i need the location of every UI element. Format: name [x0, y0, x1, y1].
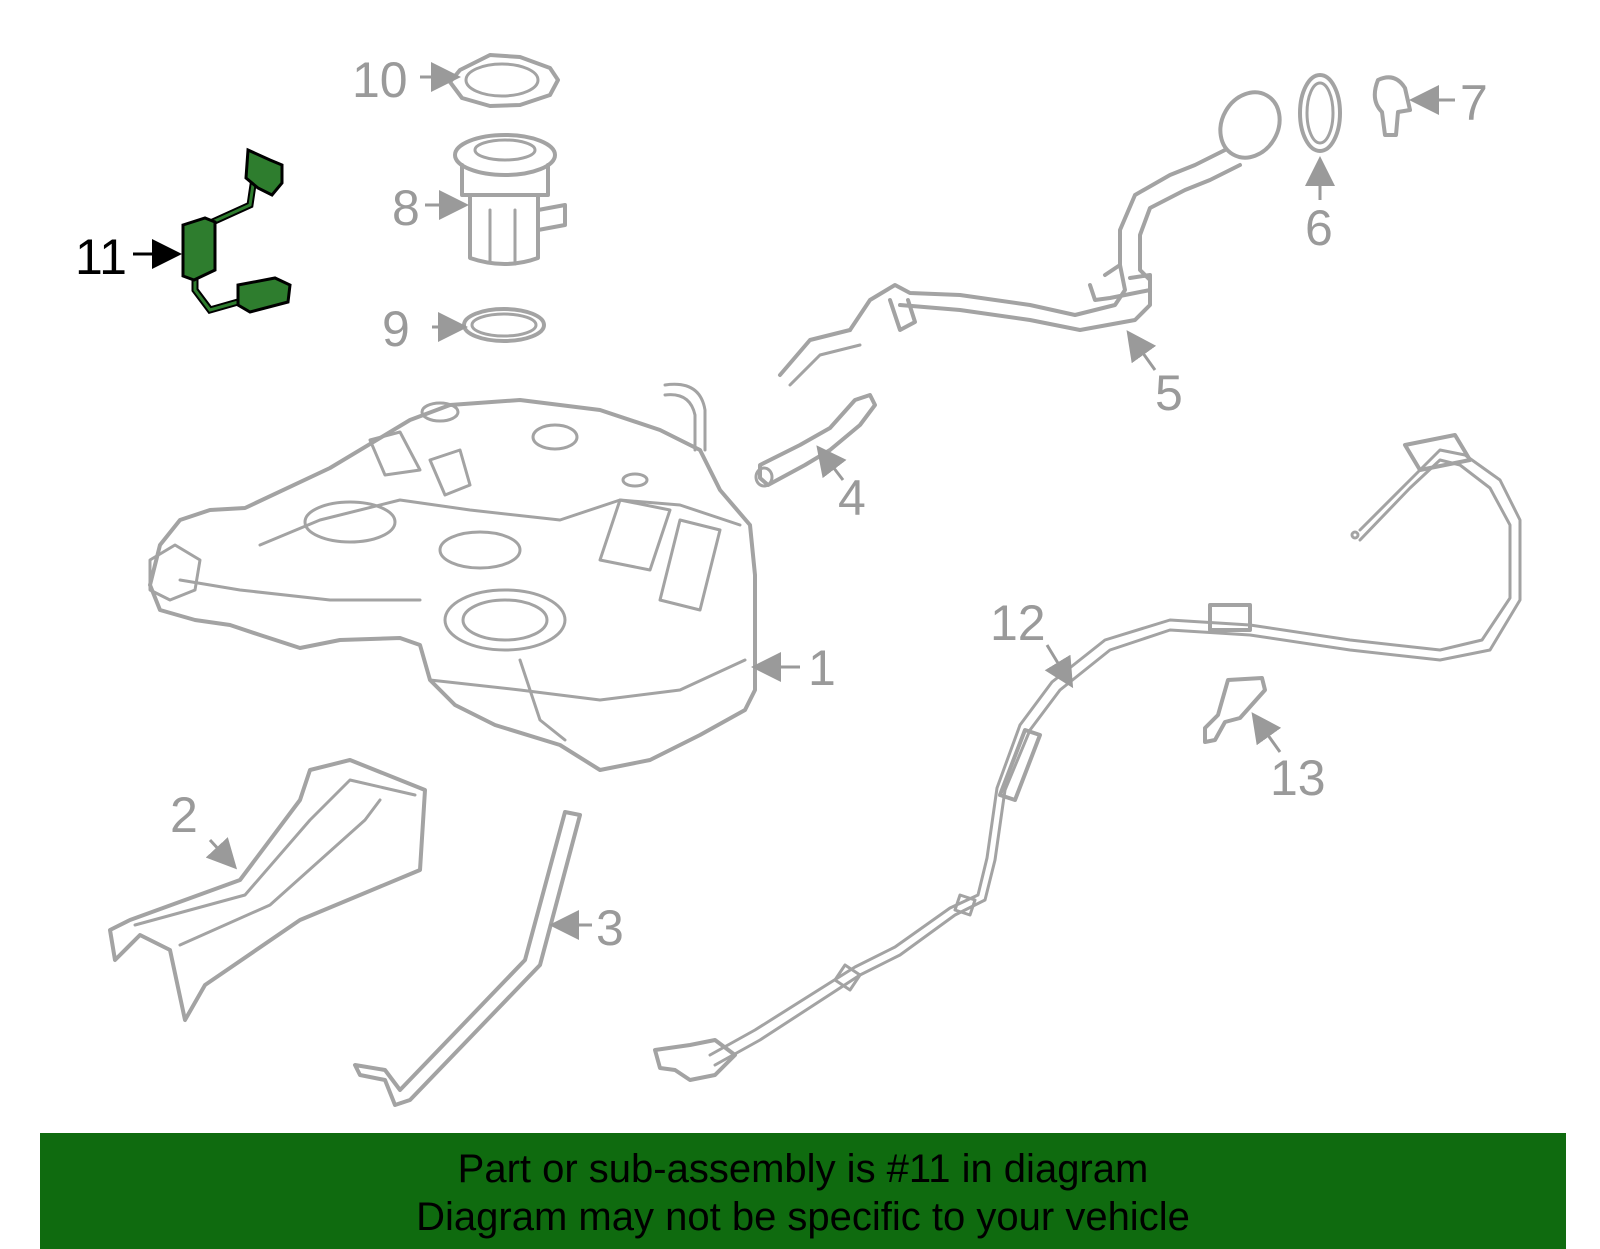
part-6-gasket[interactable]: [1298, 73, 1342, 153]
part-12-cable[interactable]: [653, 433, 1522, 1082]
callout-4: 4: [838, 470, 866, 526]
footer-part-note: Part or sub-assembly is #11 in diagram: [457, 1147, 1149, 1191]
callout-10: 10: [352, 52, 408, 108]
part-8-fuel-pump[interactable]: [453, 133, 567, 266]
callout-11: 11: [75, 229, 127, 285]
part-1-fuel-tank[interactable]: [148, 382, 757, 772]
part-10-lock-ring[interactable]: [448, 53, 560, 108]
part-7-cap[interactable]: [1372, 75, 1412, 137]
part-13-clip[interactable]: [1203, 676, 1267, 744]
parts-diagram: 1 2 3 4 5 6 7 8 9 10 11 12 13: [75, 52, 1522, 1107]
callout-13: 13: [1270, 750, 1326, 806]
part-9-seal[interactable]: [462, 307, 546, 343]
part-11-wiring-harness[interactable]: [181, 147, 292, 315]
part-5-filler-pipe[interactable]: [778, 82, 1291, 387]
callout-5: 5: [1155, 365, 1183, 421]
callout-leaders: [133, 62, 1455, 940]
part-2-heat-shield[interactable]: [108, 758, 427, 1022]
callout-labels: 1 2 3 4 5 6 7 8 9 10 11 12 13: [75, 52, 1488, 956]
footer-banner: Part or sub-assembly is #11 in diagram D…: [40, 1133, 1566, 1249]
callout-3: 3: [596, 900, 624, 956]
footer-disclaimer: Diagram may not be specific to your vehi…: [416, 1195, 1190, 1239]
callout-1: 1: [808, 640, 836, 696]
callout-2: 2: [170, 787, 198, 843]
callout-12: 12: [990, 595, 1046, 651]
callout-7: 7: [1460, 75, 1488, 131]
part-3-tank-strap[interactable]: [353, 810, 582, 1107]
callout-8: 8: [392, 180, 420, 236]
callout-6: 6: [1305, 200, 1333, 256]
part-4-hose[interactable]: [754, 393, 877, 488]
callout-9: 9: [382, 301, 410, 357]
